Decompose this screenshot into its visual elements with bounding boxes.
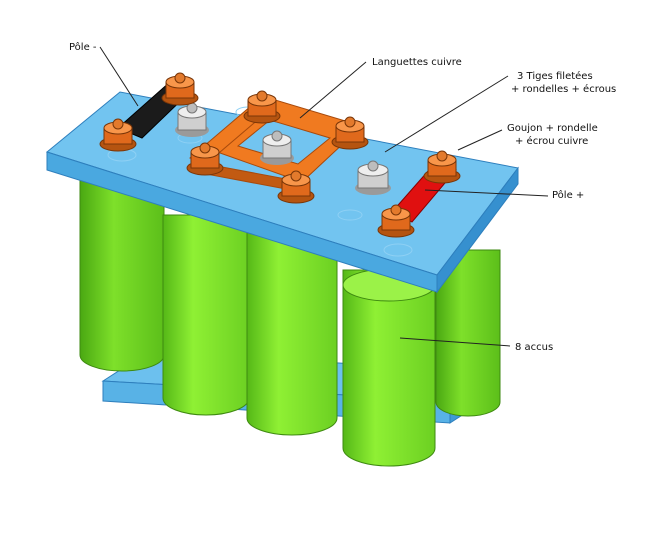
copper-nut-3 [243,90,281,124]
copper-nut-1 [161,72,199,106]
label-tiges-line2: + rondelles + écrous [511,84,617,95]
label-8-accus: 8 accus [515,342,554,353]
label-goujon-line2: + écrou cuivre [515,136,589,147]
label-tiges-line1: 3 Tiges filetées [517,71,593,82]
copper-nut-8 [377,204,415,238]
steel-nut-2 [260,130,294,165]
cell-back-1 [79,179,165,372]
steel-nut-3 [355,160,391,195]
cell-front-3 [342,268,436,467]
copper-nut-2 [99,118,137,152]
cell-front-1 [162,214,250,416]
label-pole-minus: Pôle - [69,42,97,53]
steel-nut-1 [175,102,209,137]
copper-nut-7 [423,150,461,184]
copper-nut-4 [331,116,369,150]
label-goujon-line1: Goujon + rondelle [507,123,598,134]
label-pole-plus: Pôle + [552,190,585,201]
copper-nut-5 [186,142,224,176]
cell-front-2 [246,229,338,436]
label-languettes-cuivre: Languettes cuivre [372,57,462,68]
copper-nut-6 [277,170,315,204]
cell-back-4 [435,249,501,417]
leader-lines [99,46,549,347]
copper-nuts [99,72,461,238]
